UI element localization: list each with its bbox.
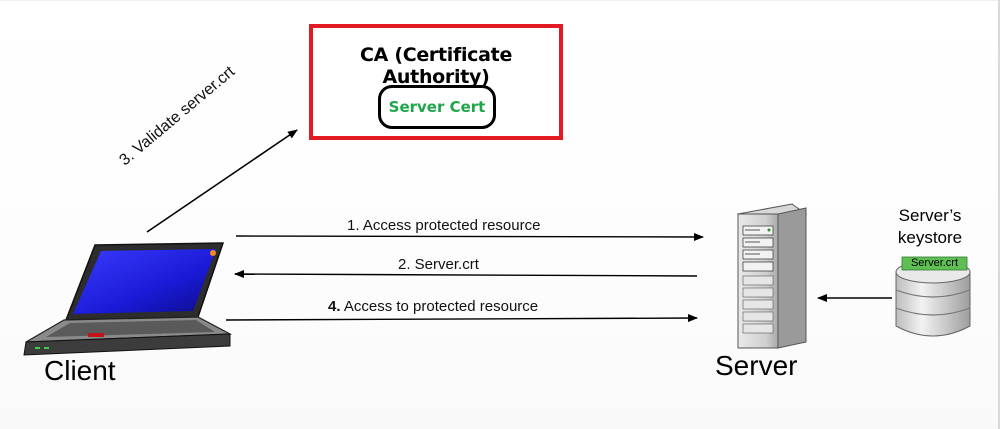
keystore-cert-tag: Server.crt <box>910 257 959 269</box>
access-request-arrow <box>235 232 704 241</box>
frame-top-border <box>0 0 1000 1</box>
ca-title: CA (Certificate Authority) <box>359 44 513 88</box>
server-tower-icon <box>736 203 808 349</box>
keystore-label: Server’s keystore <box>880 205 980 249</box>
server-cert-pill: Server Cert <box>378 85 496 129</box>
laptop-icon <box>23 242 233 356</box>
access-granted-step-text: Access to protected resource <box>343 298 539 315</box>
keystore-label-line1: Server’s <box>898 206 962 225</box>
certificate-authority-box: CA (Certificate Authority) Server Cert <box>309 24 563 140</box>
frame-right-border <box>998 0 1000 429</box>
server-crt-step-label: 2. Server.crt <box>398 256 479 273</box>
access-step-label: 1. Access protected resource <box>347 217 541 234</box>
access-granted-step-number: 4. <box>328 298 341 315</box>
access-granted-arrow <box>225 314 698 323</box>
server-crt-arrow <box>234 270 698 279</box>
keystore-label-line2: keystore <box>897 228 963 247</box>
server-label: Server <box>715 350 798 381</box>
server-cert-label: Server Cert <box>388 98 486 116</box>
client-label: Client <box>44 355 116 386</box>
database-icon <box>895 256 971 337</box>
access-granted-step-label: 4. Access to protected resource <box>328 298 538 315</box>
validate-arrow <box>146 129 298 233</box>
